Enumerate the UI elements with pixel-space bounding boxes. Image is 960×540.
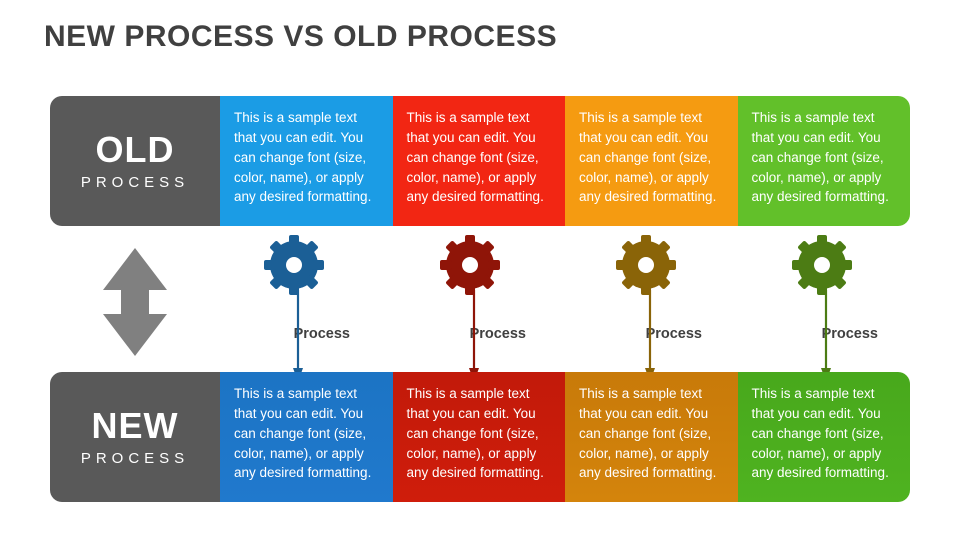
- old-label-main: OLD: [95, 128, 175, 170]
- new-cell-3[interactable]: This is a sample text that you can edit.…: [565, 372, 738, 502]
- new-cell-2-text: This is a sample text that you can edit.…: [406, 386, 544, 481]
- middle-connector-band: Process: [0, 226, 960, 382]
- double-arrow-vertical-icon: [95, 246, 175, 358]
- old-cell-3[interactable]: This is a sample text that you can edit.…: [565, 96, 738, 226]
- old-cell-1[interactable]: This is a sample text that you can edit.…: [220, 96, 393, 226]
- new-cell-1-text: This is a sample text that you can edit.…: [234, 386, 372, 481]
- process-label-1: Process: [293, 326, 350, 342]
- new-label-sub: PROCESS: [80, 450, 190, 468]
- old-cell-1-text: This is a sample text that you can edit.…: [234, 110, 372, 205]
- process-label-2: Process: [469, 326, 526, 342]
- new-label-main: NEW: [91, 404, 179, 446]
- process-group-3: Process: [548, 234, 748, 382]
- connector-arrow-3: [644, 290, 656, 382]
- new-process-label-block: NEW PROCESS: [50, 372, 220, 502]
- process-group-1: Process: [196, 234, 396, 382]
- old-cell-2-text: This is a sample text that you can edit.…: [406, 110, 544, 205]
- process-group-4: Process: [724, 234, 924, 382]
- process-label-4: Process: [821, 326, 878, 342]
- process-label-3: Process: [645, 326, 702, 342]
- gear-icon: [258, 234, 330, 296]
- new-cell-3-text: This is a sample text that you can edit.…: [579, 386, 717, 481]
- old-cell-4[interactable]: This is a sample text that you can edit.…: [737, 96, 910, 226]
- old-cell-2[interactable]: This is a sample text that you can edit.…: [392, 96, 565, 226]
- old-process-row: OLD PROCESS This is a sample text that y…: [50, 96, 910, 226]
- process-group-2: Process: [372, 234, 572, 382]
- new-cell-4-text: This is a sample text that you can edit.…: [751, 386, 889, 481]
- new-process-row: NEW PROCESS This is a sample text that y…: [50, 372, 910, 502]
- connector-arrow-2: [468, 290, 480, 382]
- old-cell-4-text: This is a sample text that you can edit.…: [751, 110, 889, 205]
- gear-icon: [434, 234, 506, 296]
- new-cell-2[interactable]: This is a sample text that you can edit.…: [392, 372, 565, 502]
- old-cell-3-text: This is a sample text that you can edit.…: [579, 110, 717, 205]
- connector-arrow-4: [820, 290, 832, 382]
- old-label-sub: PROCESS: [80, 174, 190, 192]
- connector-arrow-1: [292, 290, 304, 382]
- page-title: New Process vs Old Process: [44, 20, 558, 53]
- old-process-label-block: OLD PROCESS: [50, 96, 220, 226]
- new-cell-4[interactable]: This is a sample text that you can edit.…: [737, 372, 910, 502]
- new-cell-1[interactable]: This is a sample text that you can edit.…: [220, 372, 393, 502]
- gear-icon: [786, 234, 858, 296]
- gear-icon: [610, 234, 682, 296]
